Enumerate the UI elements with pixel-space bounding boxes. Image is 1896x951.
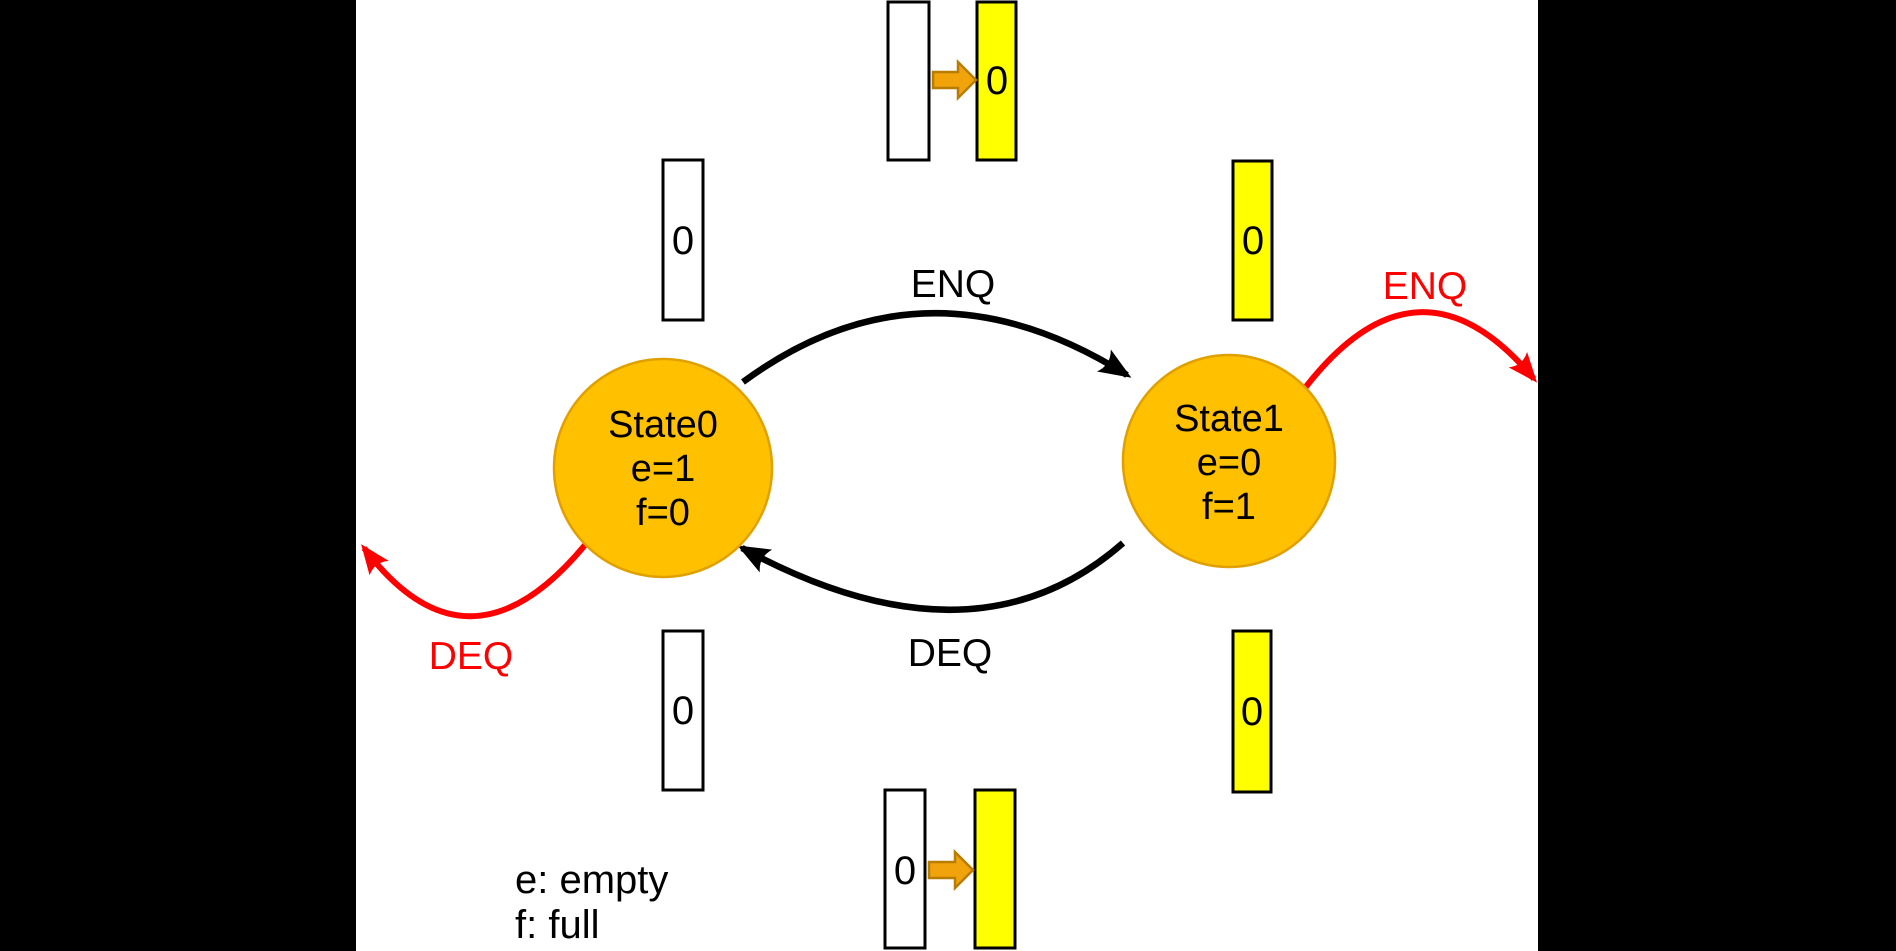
state0-bottom-cell-value: 0	[672, 689, 694, 733]
enq-dest-cell-value: 0	[986, 59, 1008, 103]
deq-external-arc	[361, 543, 588, 620]
deq-output-cell	[973, 788, 1017, 950]
state0-circle	[552, 357, 774, 579]
state0-e-flag: e=1	[631, 448, 695, 490]
state0-f-flag: f=0	[636, 492, 690, 534]
state1-bottom-cell	[1231, 629, 1273, 794]
fsm-diagram: 0 0 0 0 0 0 State0 e=1 f=0 State1 e=0 f=…	[361, 0, 1538, 950]
black-bar-right	[1538, 0, 1896, 951]
deq-transition-label: DEQ	[908, 632, 993, 675]
deq-external-label: DEQ	[429, 635, 514, 678]
state0-top-cell	[661, 158, 705, 322]
enq-external-label: ENQ	[1383, 265, 1468, 308]
deq-source-cell	[883, 788, 927, 950]
state1-title: State1	[1174, 398, 1284, 440]
state0-bottom-cell	[661, 629, 705, 792]
enq-input-cell	[886, 0, 931, 162]
deq-source-cell-value: 0	[894, 849, 916, 893]
state1-top-cell	[1231, 159, 1274, 322]
state0-title: State0	[608, 404, 718, 446]
enq-move-arrow-icon	[931, 58, 978, 102]
enq-external-arc	[1302, 309, 1538, 390]
state1-circle	[1121, 353, 1337, 569]
state1-top-cell-value: 0	[1242, 219, 1264, 263]
deq-move-arrow-icon	[927, 848, 975, 892]
enq-dest-cell	[975, 0, 1018, 162]
enq-transition-label: ENQ	[911, 263, 996, 306]
diagram-canvas: 0 0 0 0 0 0 State0 e=1 f=0 State1 e=0 f=…	[356, 0, 1538, 951]
state0-top-cell-value: 0	[672, 219, 694, 263]
enq-transition-arc	[741, 309, 1132, 385]
state1-e-flag: e=0	[1197, 442, 1261, 484]
legend-full: f: full	[515, 903, 599, 947]
black-bar-left	[0, 0, 356, 951]
legend-empty: e: empty	[515, 858, 668, 902]
state1-f-flag: f=1	[1202, 486, 1256, 528]
deq-transition-arc	[737, 540, 1126, 613]
state1-bottom-cell-value: 0	[1241, 690, 1263, 734]
